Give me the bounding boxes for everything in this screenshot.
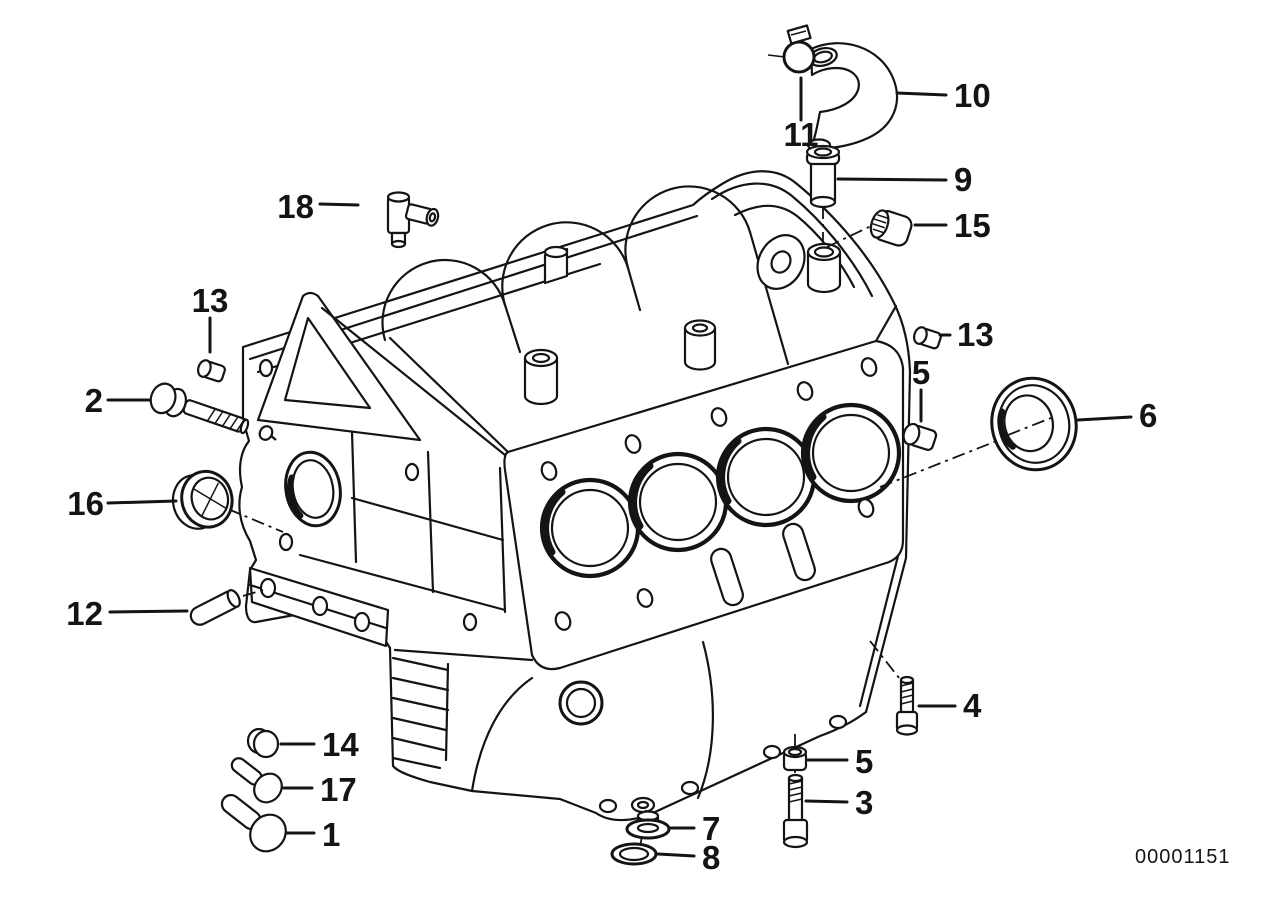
- engine-block: [238, 170, 912, 822]
- callout-15: 15: [954, 207, 991, 244]
- part-oil-drain-plug: [625, 810, 671, 840]
- part-breather-pipe: [805, 144, 841, 209]
- callout-14: 14: [322, 726, 359, 763]
- callout-13-front: 13: [192, 282, 229, 319]
- part-sealing-ring: [610, 842, 658, 866]
- callout-3: 3: [855, 784, 873, 821]
- callout-1: 1: [322, 816, 340, 853]
- callout-labels: 10 11 9 15 18 13 2 16 12 14 17 1 7 8 5 3…: [66, 77, 1157, 876]
- callout-5-rear: 5: [912, 354, 930, 391]
- part-sealing-cap-rear-upper: [913, 326, 942, 350]
- callout-13-rear: 13: [957, 316, 994, 353]
- part-screw-plug-large: [220, 793, 287, 853]
- oil-pan: [393, 554, 900, 814]
- callout-17: 17: [320, 771, 357, 808]
- callout-9: 9: [954, 161, 972, 198]
- part-hose-clamp: [767, 24, 816, 74]
- part-socket-head-bolt-long: [782, 773, 809, 849]
- callout-5-pan: 5: [855, 743, 873, 780]
- part-sealing-cap-front-cover: [171, 469, 234, 530]
- part-small-screw-plug: [246, 727, 280, 759]
- part-breather-hose: [806, 42, 898, 158]
- part-crankshaft-seal-ring: [990, 376, 1078, 472]
- callout-12: 12: [66, 595, 103, 632]
- part-dowel-bushing-rear: [902, 422, 938, 451]
- callout-11: 11: [784, 116, 819, 153]
- gasket-bolt-holes: [540, 357, 878, 631]
- part-elbow-drain-fitting: [386, 191, 440, 249]
- callout-16: 16: [67, 485, 104, 522]
- part-dowel-bushing-oil-pan: [782, 745, 808, 772]
- cylinder-bores: [539, 402, 902, 579]
- callout-7: 7: [702, 810, 720, 847]
- callout-2: 2: [85, 382, 103, 419]
- part-socket-head-bolt-short: [895, 675, 919, 736]
- callout-4: 4: [963, 687, 982, 724]
- cooling-fins: [391, 656, 450, 770]
- part-hex-flange-bolt: [149, 382, 250, 435]
- callout-6: 6: [1139, 397, 1157, 434]
- part-dowel-pin: [189, 589, 241, 626]
- callout-18: 18: [277, 188, 314, 225]
- callout-8: 8: [702, 839, 720, 876]
- part-sealing-cap-front-upper: [197, 359, 226, 383]
- part-knurled-plug: [869, 209, 913, 247]
- part-screw-plug-medium: [230, 757, 283, 804]
- callout-10: 10: [954, 77, 991, 114]
- leader-lines: [106, 76, 1133, 858]
- diagram-id: 00001151: [1135, 846, 1231, 868]
